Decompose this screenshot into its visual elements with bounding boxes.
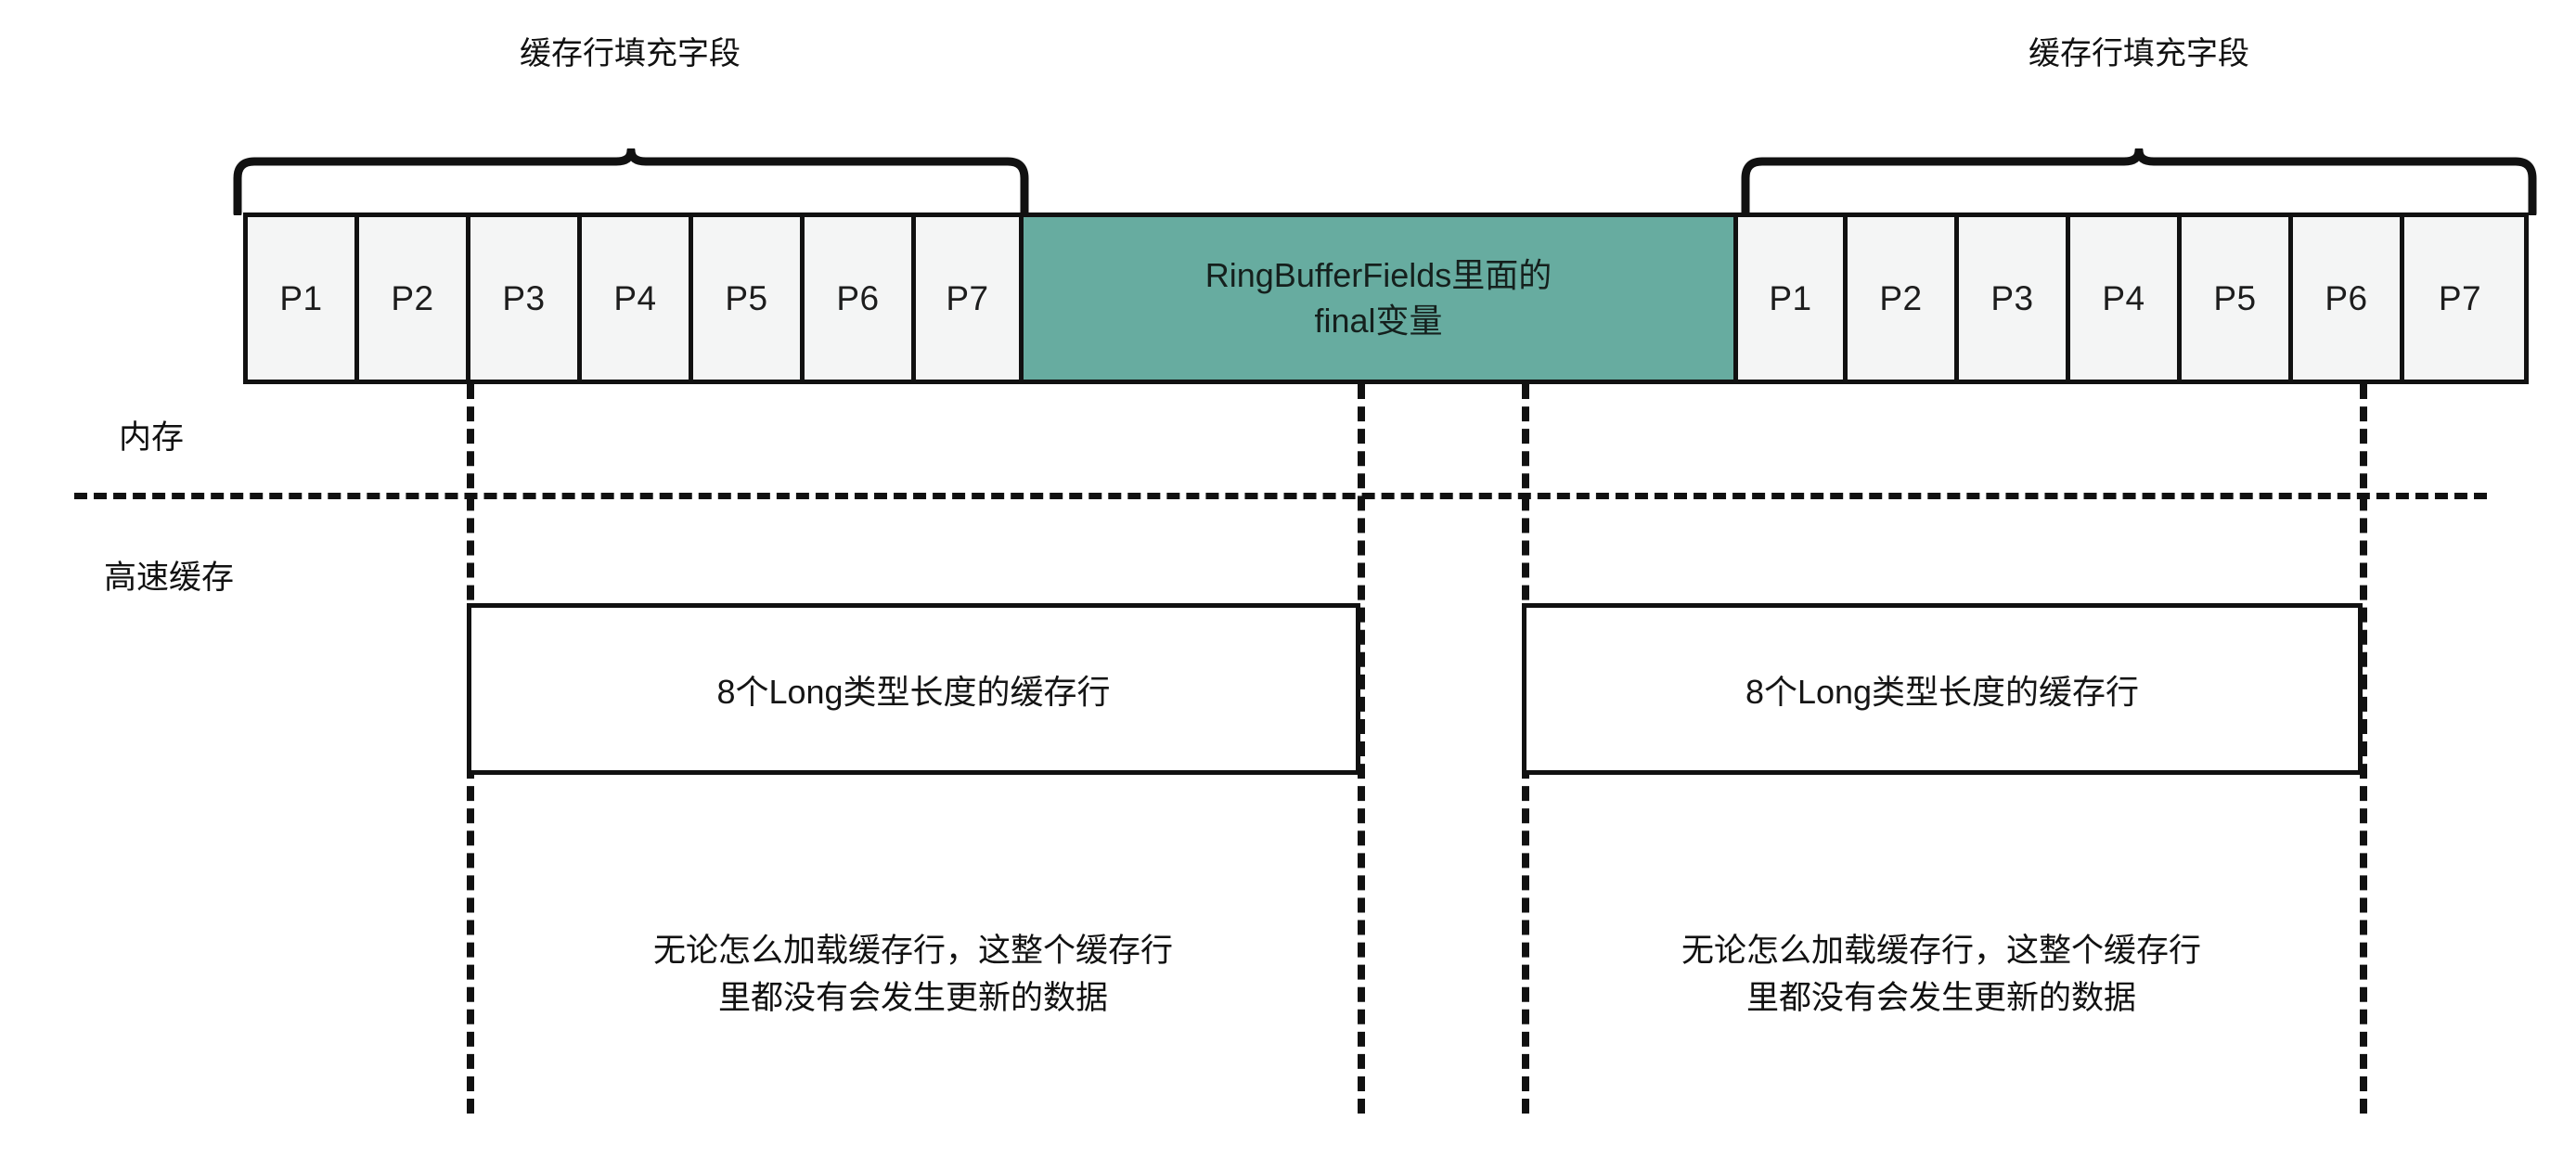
right-brace-icon <box>1741 148 2537 215</box>
ringbuffer-final-fields-cell: RingBufferFields里面的 final变量 <box>1024 217 1738 380</box>
padding-cell-right-p2: P2 <box>1848 217 1959 380</box>
memory-cache-divider <box>74 493 2487 499</box>
final-cell-text: RingBufferFields里面的 final变量 <box>1205 253 1552 343</box>
padding-cell-right-p3: P3 <box>1959 217 2070 380</box>
padding-cell-left-p7: P7 <box>916 217 1024 380</box>
guide-line-2 <box>1358 384 1365 1114</box>
cache-line-box-left: 8个Long类型长度的缓存行 <box>467 603 1360 775</box>
right-bracket-label: 缓存行填充字段 <box>2029 36 2249 71</box>
padding-cell-left-p5: P5 <box>693 217 805 380</box>
padding-cell-left-p1: P1 <box>248 217 359 380</box>
padding-cell-right-p7: P7 <box>2404 217 2516 380</box>
guide-line-4 <box>2360 384 2367 1114</box>
padding-cell-left-p6: P6 <box>805 217 916 380</box>
final-cell-line2: final变量 <box>1314 301 1443 340</box>
left-bracket-label: 缓存行填充字段 <box>520 36 741 71</box>
padding-cell-right-p4: P4 <box>2070 217 2182 380</box>
padding-cell-right-p1: P1 <box>1738 217 1848 380</box>
final-cell-line1: RingBufferFields里面的 <box>1204 255 1552 294</box>
cache-line-label-right: 8个Long类型长度的缓存行 <box>1745 672 2140 711</box>
padding-cell-right-p5: P5 <box>2182 217 2293 380</box>
memory-label: 内存 <box>119 419 185 456</box>
cache-line-box-right: 8个Long类型长度的缓存行 <box>1522 603 2363 775</box>
memory-layout-strip: P1 P2 P3 P4 P5 P6 P7 RingBufferFields里面的… <box>243 212 2529 384</box>
left-brace-icon <box>233 148 1029 215</box>
cache-note-right: 无论怎么加载缓存行，这整个缓存行 里都没有会发生更新的数据 <box>1681 933 2202 1016</box>
padding-cell-left-p3: P3 <box>470 217 582 380</box>
padding-cell-left-p4: P4 <box>582 217 693 380</box>
cache-line-label-left: 8个Long类型长度的缓存行 <box>716 672 1111 711</box>
padding-cell-right-p6: P6 <box>2293 217 2404 380</box>
cache-note-left: 无论怎么加载缓存行，这整个缓存行 里都没有会发生更新的数据 <box>652 933 1174 1016</box>
cache-label: 高速缓存 <box>104 560 235 596</box>
padding-cell-left-p2: P2 <box>359 217 470 380</box>
